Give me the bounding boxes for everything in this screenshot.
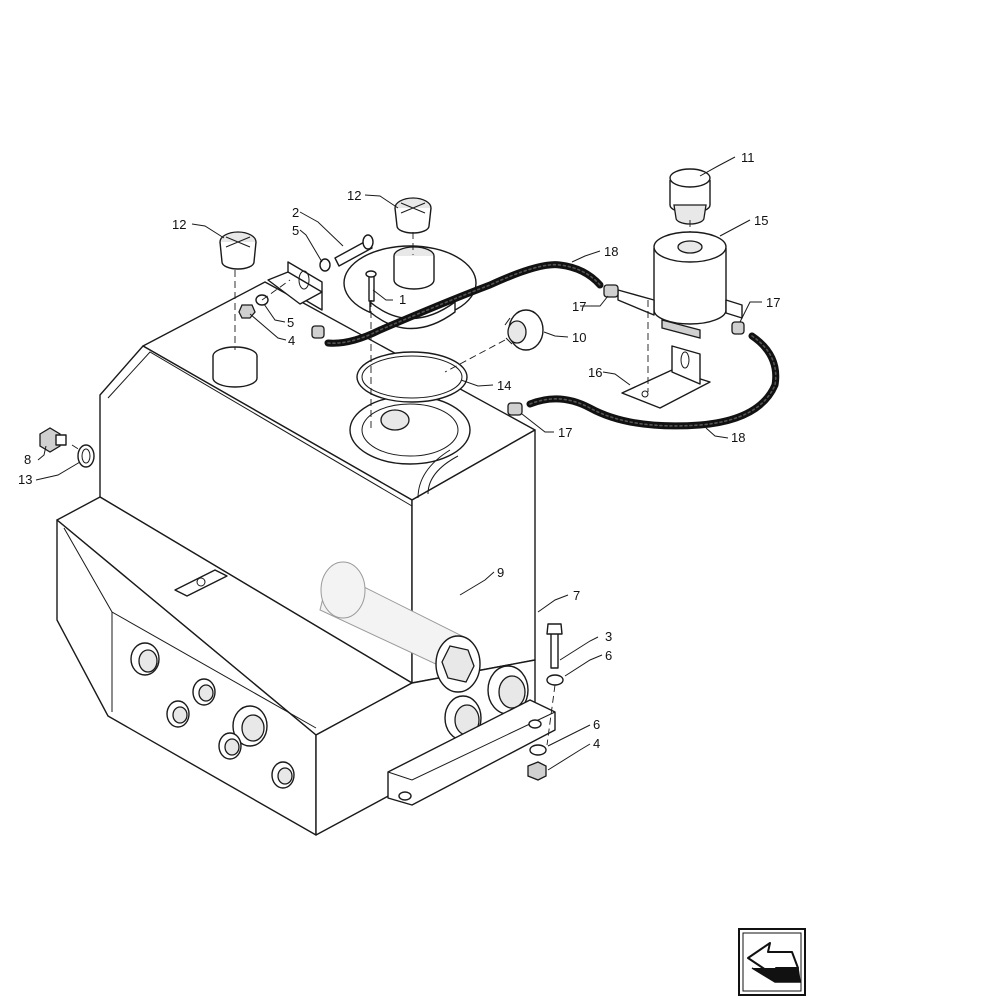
mounting-bracket bbox=[387, 699, 556, 806]
breather-cap-top bbox=[394, 197, 432, 234]
tank-base-front bbox=[56, 519, 317, 836]
screw-1 bbox=[365, 270, 377, 302]
spin-on-filter-cap bbox=[669, 168, 711, 225]
callout-11: 11 bbox=[741, 150, 755, 165]
hydraulic-tank bbox=[56, 281, 536, 836]
callout-17-lower: 17 bbox=[558, 425, 572, 440]
return-filter-housing bbox=[617, 231, 743, 339]
hose-lower bbox=[526, 332, 780, 430]
callout-1: 1 bbox=[399, 292, 406, 307]
washer-6-upper bbox=[546, 674, 564, 686]
hose-upper bbox=[324, 261, 604, 347]
callout-8: 8 bbox=[24, 452, 31, 467]
tank-nameplate bbox=[174, 569, 228, 597]
callout-18-lower: 18 bbox=[731, 430, 745, 445]
callout-15: 15 bbox=[754, 213, 768, 228]
filter-mounting-bracket bbox=[621, 345, 711, 409]
callout-14: 14 bbox=[497, 378, 511, 393]
callout-5-lower: 5 bbox=[287, 315, 294, 330]
o-ring bbox=[356, 351, 468, 403]
tank-base-right bbox=[315, 659, 536, 836]
callout-13: 13 bbox=[18, 472, 32, 487]
callout-10: 10 bbox=[572, 330, 586, 345]
callout-12-left: 12 bbox=[172, 217, 186, 232]
callout-16: 16 bbox=[588, 365, 602, 380]
assembly-lines bbox=[71, 220, 691, 746]
leader-lines bbox=[35, 156, 762, 771]
callout-7: 7 bbox=[573, 588, 580, 603]
tank-filler-opening bbox=[349, 395, 471, 465]
next-view-arrow-button[interactable] bbox=[738, 928, 806, 996]
callout-3: 3 bbox=[605, 629, 612, 644]
callout-17-right: 17 bbox=[766, 295, 780, 310]
callout-9: 9 bbox=[497, 565, 504, 580]
hose-clamps bbox=[311, 284, 745, 416]
callout-4-upper: 4 bbox=[288, 333, 295, 348]
callout-12-top: 12 bbox=[347, 188, 361, 203]
washer-6-lower bbox=[529, 744, 547, 756]
callout-2: 2 bbox=[292, 205, 299, 220]
small-bracket bbox=[267, 261, 323, 311]
callout-18-upper: 18 bbox=[604, 244, 618, 259]
callout-17-filter: 17 bbox=[572, 299, 586, 314]
callout-4-lower: 4 bbox=[593, 736, 600, 751]
drain-plug bbox=[39, 427, 67, 453]
bolt-2 bbox=[319, 234, 374, 272]
tank-front-ports bbox=[130, 642, 295, 789]
callout-6-upper: 6 bbox=[605, 648, 612, 663]
callout-5-upper: 5 bbox=[292, 223, 299, 238]
callout-labels: 11 15 12 12 2 5 1 5 4 18 17 17 10 14 16 … bbox=[18, 150, 780, 751]
breather-cap-left bbox=[219, 231, 257, 270]
internal-filter-ghost bbox=[319, 561, 481, 693]
bolt-3 bbox=[546, 623, 563, 669]
seal-washer bbox=[77, 444, 95, 468]
nut-4-lower bbox=[527, 761, 547, 781]
suction-fitting bbox=[504, 309, 544, 351]
callout-6-lower: 6 bbox=[593, 717, 600, 732]
